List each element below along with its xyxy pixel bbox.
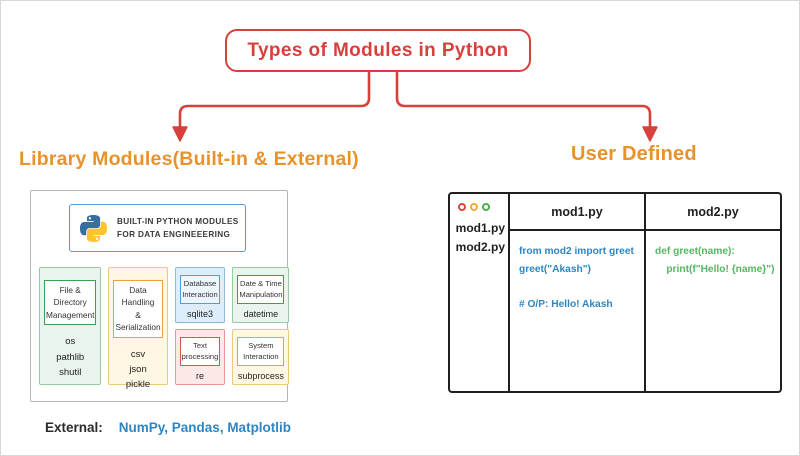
- code-editor-window: mod1.py mod2.py mod1.py mod2.py from mod…: [448, 192, 782, 393]
- module-items: datetime: [243, 308, 279, 319]
- page-title: Types of Modules in Python: [247, 39, 509, 61]
- external-value: NumPy, Pandas, Matplotlib: [118, 420, 292, 435]
- library-modules-heading: Library Modules(Built-in & External): [19, 148, 359, 170]
- tab-mod2: mod2.py: [644, 194, 780, 229]
- module-items: csv json pickle: [125, 348, 151, 391]
- code-pane-mod1: from mod2 import greet greet("Akash") # …: [519, 246, 634, 310]
- tab-mod1: mod1.py: [551, 204, 603, 219]
- module-column: Date & Time Manipulation datetime System…: [232, 267, 290, 389]
- module-category-label: Text processing: [179, 337, 221, 366]
- module-items: sqlite3: [187, 308, 214, 319]
- arrow-right-head-icon: [642, 126, 658, 142]
- module-category-label: File & Directory Management: [44, 280, 97, 326]
- external-label: External:: [45, 420, 103, 435]
- red-circle-icon: [458, 203, 466, 211]
- module-category-label: Data Handling & Serialization: [113, 280, 163, 338]
- window-traffic-lights: [458, 203, 508, 211]
- module-category-label: Database Interaction: [179, 275, 221, 304]
- user-defined-heading: User Defined: [571, 143, 697, 165]
- module-column: Database Interaction sqlite3 Text proces…: [174, 267, 226, 389]
- builtin-banner-text: BUILT-IN PYTHON MODULES FOR DATA ENGINEE…: [117, 216, 239, 239]
- editor-main: mod1.py mod2.py from mod2 import greet g…: [510, 194, 780, 391]
- module-database: Database Interaction sqlite3: [174, 267, 226, 323]
- module-items: subprocess: [237, 370, 284, 381]
- python-logo-icon: [80, 214, 107, 242]
- yellow-circle-icon: [470, 203, 478, 211]
- arrow-left-head-icon: [172, 126, 188, 142]
- code-pane-mod2: def greet(name): print(f"Hello! {name}"): [644, 231, 780, 391]
- editor-tab-bar: mod1.py mod2.py: [510, 194, 780, 231]
- editor-body: from mod2 import greet greet("Akash") # …: [510, 231, 780, 391]
- arrow-left-icon: [178, 71, 371, 137]
- green-circle-icon: [482, 203, 490, 211]
- module-category-label: System Interaction: [237, 337, 285, 366]
- title-box: Types of Modules in Python: [225, 29, 531, 72]
- external-modules-line: External: NumPy, Pandas, Matplotlib: [45, 420, 291, 435]
- module-data-handling: Data Handling & Serialization csv json p…: [108, 267, 168, 390]
- module-date-time: Date & Time Manipulation datetime: [232, 267, 290, 323]
- module-text-processing: Text processing re: [174, 329, 226, 385]
- arrow-right-icon: [395, 71, 652, 137]
- module-items: re: [196, 370, 205, 381]
- sidebar-file-list: mod1.py mod2.py: [455, 221, 505, 255]
- module-system-interaction: System Interaction subprocess: [232, 329, 290, 385]
- builtin-modules-banner: BUILT-IN PYTHON MODULES FOR DATA ENGINEE…: [69, 204, 246, 252]
- editor-sidebar: mod1.py mod2.py: [450, 194, 510, 391]
- library-modules-panel: BUILT-IN PYTHON MODULES FOR DATA ENGINEE…: [30, 190, 290, 402]
- module-grid: File & Directory Management os pathlib s…: [39, 267, 290, 390]
- module-file-directory: File & Directory Management os pathlib s…: [39, 267, 102, 385]
- module-category-label: Date & Time Manipulation: [237, 275, 285, 304]
- module-items: os pathlib shutil: [56, 336, 85, 378]
